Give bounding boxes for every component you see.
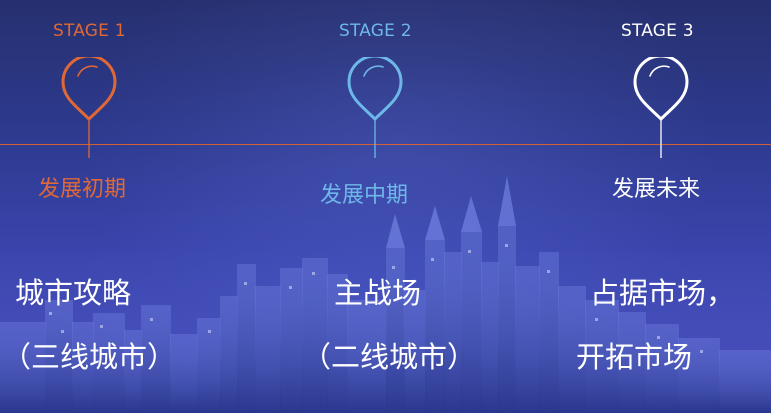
phase-middle-label: 发展中期 — [320, 183, 409, 208]
stage-1-description-line-1: 城市攻略 — [15, 276, 132, 310]
location-pin-icon — [347, 57, 403, 158]
stage-3-description-line-1: 占据市场， — [590, 276, 736, 310]
stage-1-description-line-2: （三线城市） — [2, 340, 177, 374]
location-pin-icon — [633, 57, 689, 158]
phase-future-label: 发展未来 — [612, 177, 701, 202]
stage-2-description-line-1: 主战场 — [334, 276, 422, 310]
location-pin-icon — [61, 57, 117, 158]
stage-3-description-line-2: 开拓市场 — [576, 340, 693, 374]
stage-2-label: STAGE 2 — [339, 21, 412, 41]
stage-3-label: STAGE 3 — [621, 21, 694, 41]
stage-1-label: STAGE 1 — [53, 21, 126, 41]
phase-early-label: 发展初期 — [38, 177, 127, 202]
timeline-line — [0, 144, 771, 145]
stage-2-description-line-2: （二线城市） — [302, 340, 477, 374]
